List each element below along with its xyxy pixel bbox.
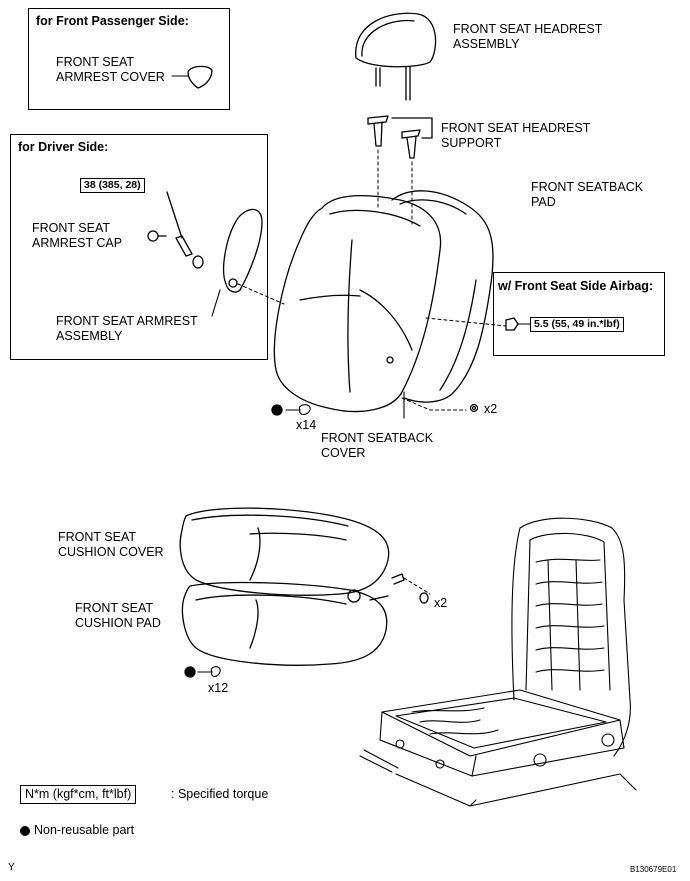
armrest-assembly-label-line1: FRONT SEAT ARMREST xyxy=(56,314,198,328)
headrest-support-label-line2: SUPPORT xyxy=(441,136,502,150)
seatback-hogring-count: x14 xyxy=(296,418,317,432)
cushion-clip-shape xyxy=(419,592,429,604)
airbag-nut-shape xyxy=(505,317,519,331)
headrest-assembly-label-line1: FRONT SEAT HEADREST xyxy=(453,22,603,36)
seatback-pad-label-line1: FRONT SEATBACK xyxy=(531,180,644,194)
side-airbag-title: w/ Front Seat Side Airbag: xyxy=(498,279,654,293)
torque-legend-box: N*m (kgf*cm, ft*lbf) xyxy=(20,785,137,804)
armrest-parts xyxy=(147,191,263,293)
cushion-pad-label-line1: FRONT SEAT xyxy=(75,601,154,615)
armrest-cover-label-line1: FRONT SEAT xyxy=(56,55,135,69)
seatback-cover-label-line1: FRONT SEATBACK xyxy=(321,431,434,445)
armrest-bolt-torque: 38 (385, 28) xyxy=(80,178,145,193)
seatback-pad-shape xyxy=(391,190,494,403)
cushion-cover-label-line1: FRONT SEAT xyxy=(58,530,137,544)
armrest-assembly-label-line2: ASSEMBLY xyxy=(56,329,123,343)
driver-side-box xyxy=(10,134,268,360)
seatback-cover-label-line2: COVER xyxy=(321,446,366,460)
side-airbag-box xyxy=(493,272,665,356)
seatback-cover-shape xyxy=(273,194,442,413)
seat-frame-shape xyxy=(359,517,637,807)
torque-legend-units: N*m (kgf*cm, ft*lbf) xyxy=(25,787,132,801)
armrest-cover-label-line2: ARMREST COVER xyxy=(56,70,165,84)
armrest-cover-shape xyxy=(187,65,213,89)
cushion-cover-shape xyxy=(179,507,405,596)
cushion-cover-label-line2: CUSHION COVER xyxy=(58,545,164,559)
headrest-support-label-line1: FRONT SEAT HEADREST xyxy=(441,121,591,135)
headrest-assembly-label-line2: ASSEMBLY xyxy=(453,37,520,51)
cushion-hogring-count: x12 xyxy=(208,681,229,695)
passenger-side-title: for Front Passenger Side: xyxy=(36,14,189,28)
footer-left-code: Y xyxy=(8,862,15,873)
seatback-clip-count: x2 xyxy=(484,402,498,416)
armrest-cap-label-line1: FRONT SEAT xyxy=(32,221,111,235)
passenger-side-box xyxy=(28,8,230,110)
armrest-cap-label-line2: ARMREST CAP xyxy=(32,236,123,250)
driver-side-title: for Driver Side: xyxy=(18,140,109,154)
airbag-nut-torque: 5.5 (55, 49 in.*lbf) xyxy=(530,317,624,332)
cushion-pad-label-line2: CUSHION PAD xyxy=(75,616,161,630)
cushion-pad-shape xyxy=(181,581,389,666)
seatback-pad-label-line2: PAD xyxy=(531,195,556,209)
nonreusable-legend-text: Non-reusable part xyxy=(34,823,135,837)
cushion-clip-count: x2 xyxy=(434,596,448,610)
footer-figure-code: B130679E01 xyxy=(630,865,677,874)
torque-legend-text: : Specified torque xyxy=(171,787,269,801)
nonreusable-bullet-icon xyxy=(20,826,30,836)
headrest-assembly-shape xyxy=(355,12,437,101)
headrest-support-shapes xyxy=(367,115,433,159)
